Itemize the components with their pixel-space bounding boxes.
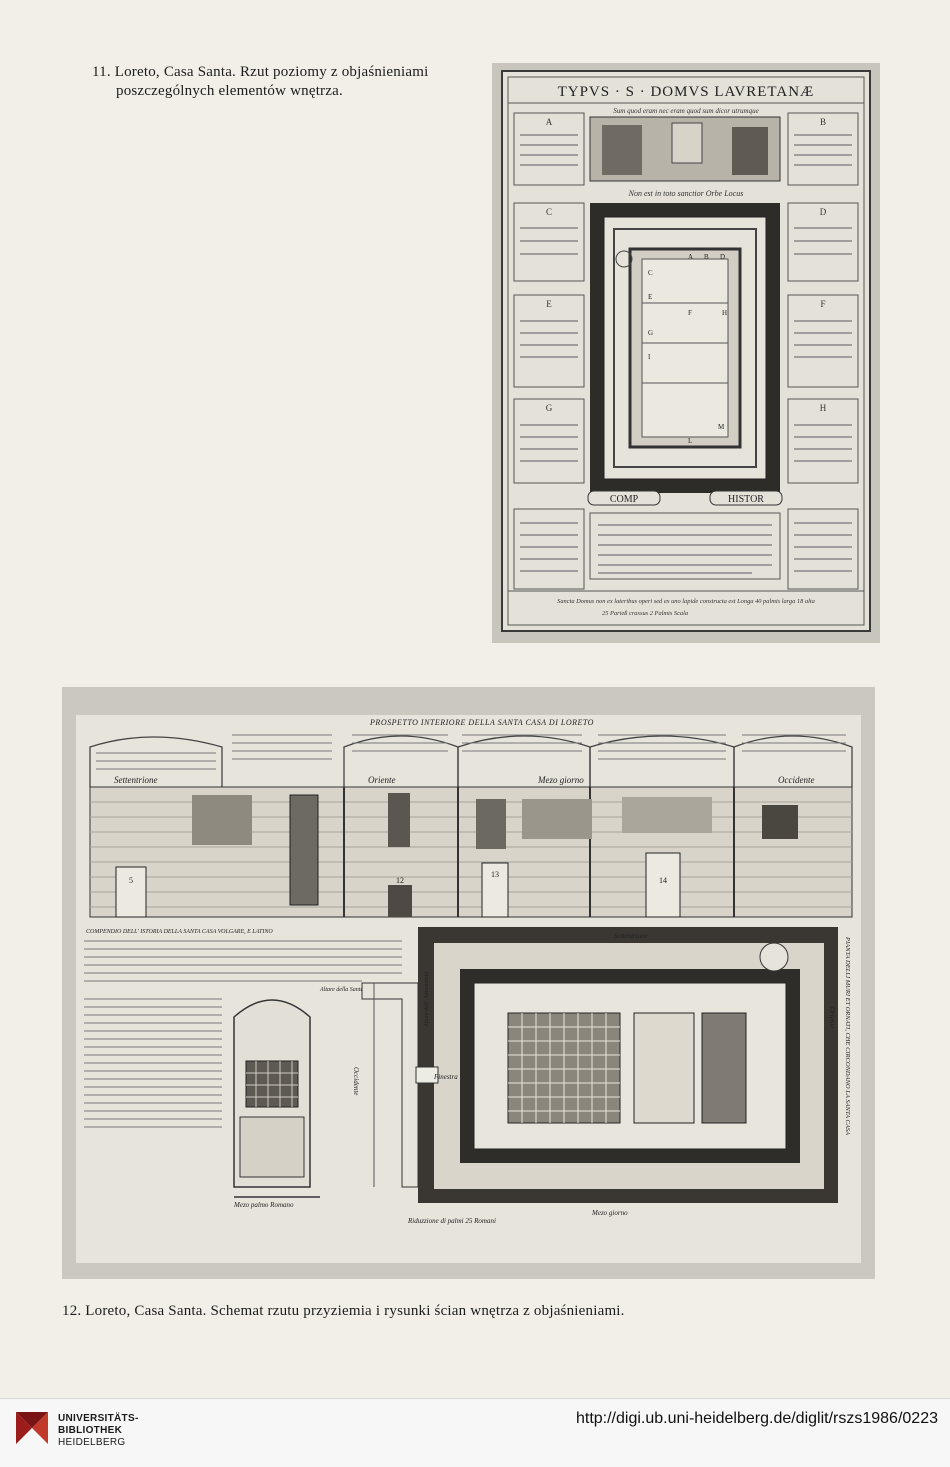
compendio-title: COMPENDIO DELL' ISTORIA DELLA SANTA CASA… (86, 929, 273, 935)
figure-12-engraving: PROSPETTO INTERIORE DELLA SANTA CASA DI … (62, 687, 875, 1279)
plan-letter-d: D (720, 253, 725, 261)
figure-11-caption-line1: 11. Loreto, Casa Santa. Rzut poziomy z o… (92, 64, 429, 80)
source-url-link[interactable]: http://digi.ub.uni-heidelberg.de/diglit/… (575, 1410, 938, 1427)
plate2-title: PROSPETTO INTERIORE DELLA SANTA CASA DI … (369, 718, 594, 727)
wall-number-12: 12 (396, 876, 404, 885)
panel-letter-d: D (820, 207, 827, 217)
plan-letter-a: A (688, 253, 693, 261)
plate1-motto-top: Sum quod eram nec eram quod sum dicor ut… (613, 107, 758, 115)
university-library-logo-icon (12, 1408, 52, 1448)
panel-letter-e: E (546, 299, 552, 309)
plate1-side-panels (513, 112, 859, 590)
figure-11-caption: 11. Loreto, Casa Santa. Rzut poziomy z o… (92, 63, 472, 101)
library-name-line1: UNIVERSITÄTS- (58, 1413, 139, 1424)
scale-mezo-palmo: Mezo palmo Romano (233, 1201, 294, 1209)
figure-12-caption: 12. Loreto, Casa Santa. Schemat rzutu pr… (62, 1303, 625, 1319)
wall-label-north: Settentrione (114, 775, 158, 785)
plan-letter-g: G (648, 329, 653, 337)
wall-label-east: Oriente (368, 775, 396, 785)
wall-number-5: 5 (129, 876, 133, 885)
niche-caption: Altare della Santa Casa (319, 987, 377, 993)
plan-label-window: Finestra (433, 1073, 458, 1081)
plan-letter-m: M (718, 423, 725, 431)
plate1-motto-mid: Non est in toto sanctior Orbe Locus (628, 189, 744, 198)
plan-letter-b: B (704, 253, 709, 261)
figure-11-engraving: TYPVS · S · DOMVS LAVRETANÆ Sum quod era… (492, 63, 880, 643)
panel-letter-a: A (546, 117, 553, 127)
figure-11-caption-line2: poszczególnych elementów wnętrza. (116, 83, 343, 99)
figure-11-plan-drawing: TYPVS · S · DOMVS LAVRETANÆ Sum quod era… (492, 63, 880, 643)
plan-label-north: Settentrione (614, 932, 648, 940)
plan-letter-l: L (688, 437, 692, 445)
library-name: UNIVERSITÄTS- BIBLIOTHEK HEIDELBERG (58, 1413, 139, 1449)
plan-label-east: Oriente (828, 1007, 836, 1028)
plan-label-scale: Riduzzione di palmi 25 Romani (407, 1217, 496, 1225)
plate1-title: TYPVS · S · DOMVS LAVRETANÆ (558, 84, 815, 100)
plate1-bottom-line2: 25 Parieß crassus 2 Palmis Scala (602, 610, 688, 617)
library-name-line2: BIBLIOTHEK (58, 1425, 123, 1436)
wall-label-south: Mezo giorno (537, 775, 584, 785)
plan-label-west: Occidente (352, 1067, 360, 1095)
page-footer (0, 1398, 950, 1467)
plate1-banner-right: HISTOR (728, 494, 764, 505)
panel-letter-f: F (820, 299, 825, 309)
panel-letter-g: G (546, 403, 553, 413)
figure-12-drawing: PROSPETTO INTERIORE DELLA SANTA CASA DI … (62, 687, 875, 1279)
plan-label-south: Mezo giorno (591, 1209, 628, 1217)
plan-letter-f: F (688, 309, 692, 317)
panel-letter-b: B (820, 117, 826, 127)
plan-letter-e: E (648, 293, 652, 301)
wall-number-13: 13 (491, 870, 499, 879)
document-page: 11. Loreto, Casa Santa. Rzut poziomy z o… (62, 63, 880, 1319)
plan-letter-c: C (648, 269, 653, 277)
library-name-line3: HEIDELBERG (58, 1437, 126, 1448)
plan-letter-i: I (648, 353, 651, 361)
panel-letter-c: C (546, 207, 552, 217)
plate1-banner-left: COMP (610, 494, 639, 505)
plan-letter-h: H (722, 309, 727, 317)
panel-letter-h: H (820, 403, 827, 413)
wall-number-14: 14 (659, 876, 667, 885)
wall-label-west: Occidente (778, 775, 814, 785)
plan-label-altar: Altare dell' Annunziata (424, 972, 430, 1028)
plan-side-title: PIANTA DELLI MURI ET ORNATI, CHE CIRCOND… (844, 936, 851, 1135)
plate1-bottom-line1: Sancta Domus non ex lateribus operi sed … (557, 598, 815, 605)
